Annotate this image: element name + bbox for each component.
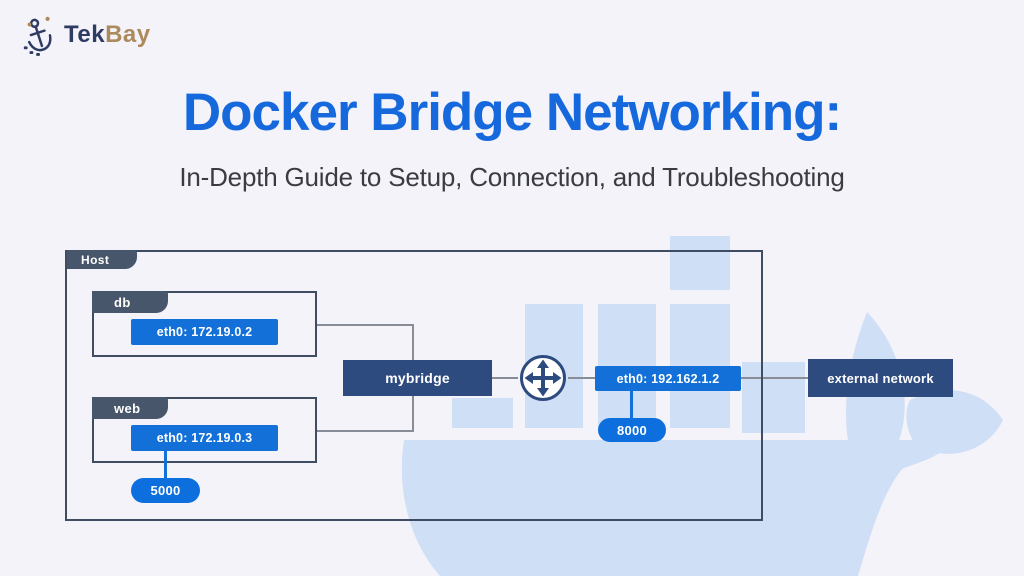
- connector-router-to-eth: [568, 377, 595, 379]
- external-network-node: external network: [808, 359, 953, 397]
- container-web-box: [92, 397, 317, 463]
- connector-db-to-bridge: [317, 324, 414, 326]
- anchor-gear-icon: [23, 16, 52, 56]
- page-title: Docker Bridge Networking:: [182, 83, 842, 142]
- brand-name-primary: Tek: [64, 21, 106, 48]
- page-subtitle: In-Depth Guide to Setup, Connection, and…: [179, 162, 845, 192]
- connector-host-port: [630, 391, 633, 418]
- brand-logo: TekBay: [20, 14, 151, 56]
- connector-eth-to-external: [741, 377, 808, 379]
- host-port-badge: 8000: [598, 418, 666, 442]
- web-port-badge: 5000: [131, 478, 200, 503]
- web-eth0-address: eth0: 172.19.0.3: [131, 425, 278, 451]
- crossed-arrows-router-icon: [520, 355, 566, 401]
- brand-name-secondary: Bay: [105, 21, 151, 48]
- container-web-label: web: [92, 397, 168, 419]
- host-boundary-box: [65, 250, 763, 521]
- container-db-box: [92, 291, 317, 357]
- db-eth0-address: eth0: 172.19.0.2: [131, 319, 278, 345]
- connector-bridge-to-router: [492, 377, 518, 379]
- host-tab-label: Host: [67, 250, 137, 269]
- bridge-node: mybridge: [343, 360, 492, 396]
- connector-web-port: [164, 451, 167, 478]
- container-db-label: db: [92, 291, 168, 313]
- host-eth0-address: eth0: 192.162.1.2: [595, 366, 741, 391]
- brand-name: TekBay: [64, 21, 151, 49]
- connector-web-to-bridge: [317, 430, 414, 432]
